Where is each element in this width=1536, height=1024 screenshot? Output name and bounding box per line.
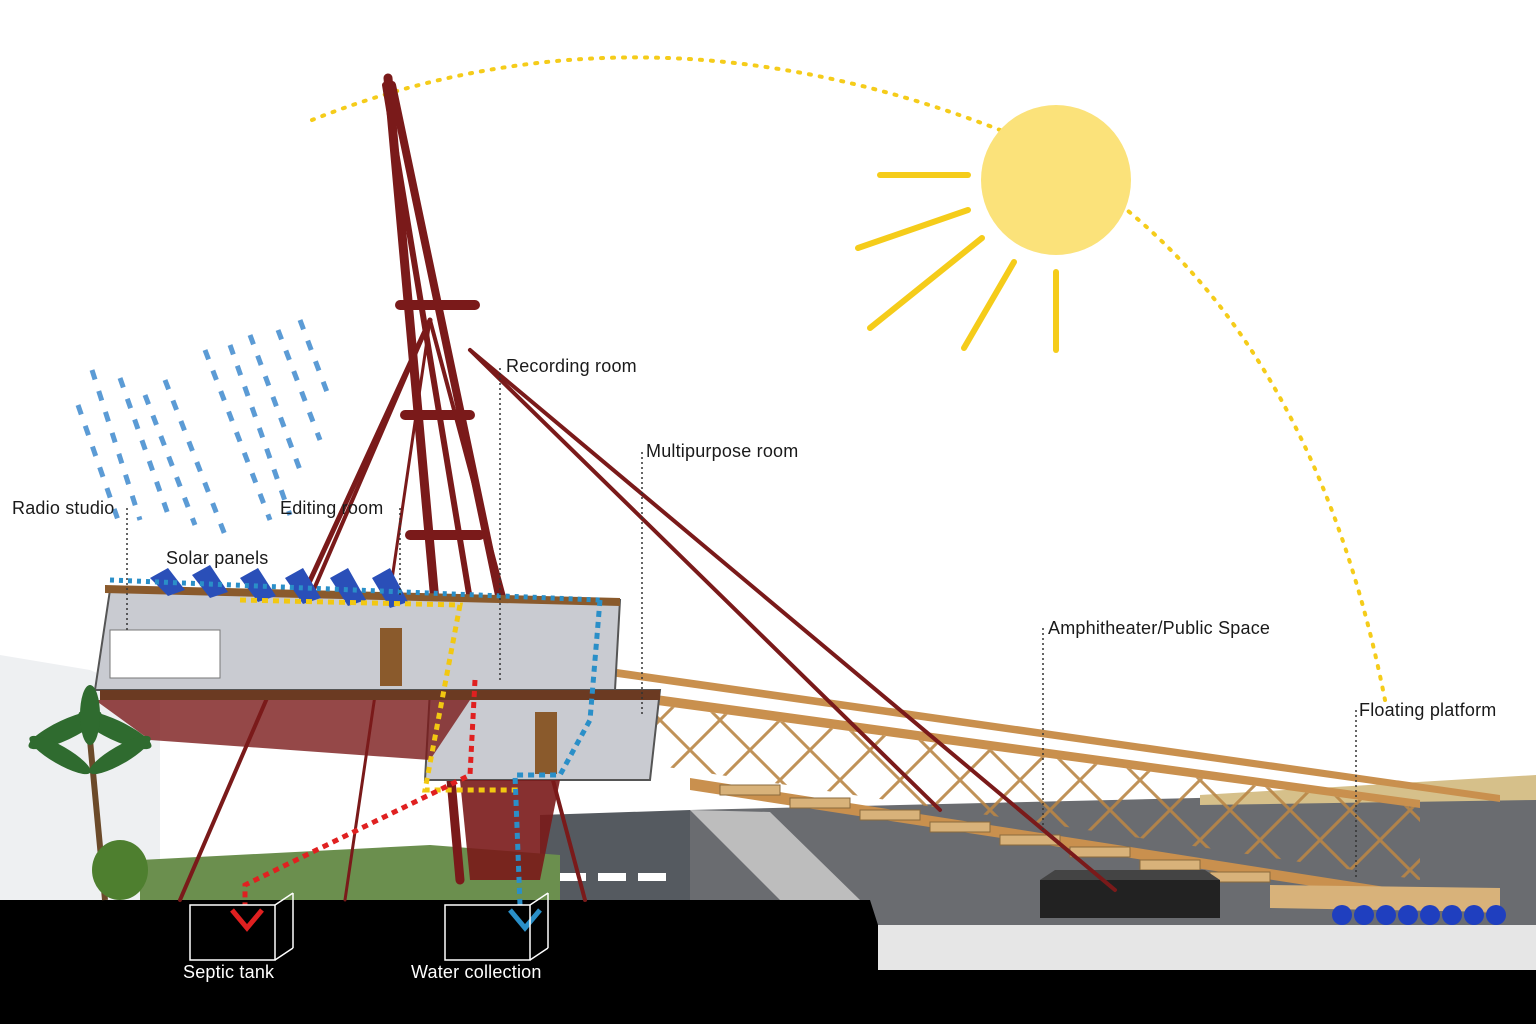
waste-arrow-down-icon	[230, 908, 264, 932]
waste-line	[242, 679, 478, 905]
label-amphitheater: Amphitheater/Public Space	[1048, 618, 1271, 638]
pontoon	[1040, 880, 1220, 918]
leader-lines	[126, 368, 1357, 880]
solar-panel-icon	[150, 565, 408, 608]
water-collection-line	[512, 599, 603, 906]
label-radio-studio: Radio studio	[12, 498, 115, 518]
label-septic-tank: Septic tank	[183, 962, 275, 982]
label-solar-panels: Solar panels	[166, 548, 269, 568]
tanks	[189, 892, 549, 961]
label-water-collection: Water collection	[411, 962, 542, 982]
label-recording-room: Recording room	[506, 356, 637, 376]
building	[93, 585, 662, 880]
roof-water-line	[109, 577, 601, 603]
palm-tree-icon	[28, 685, 152, 901]
sun-icon	[855, 105, 1131, 353]
label-floating-platform: Floating platform	[1359, 700, 1497, 720]
rain-icon	[75, 319, 333, 536]
grey-water-line	[239, 597, 520, 793]
label-multipurpose-room: Multipurpose room	[646, 441, 799, 461]
label-editing-room: Editing room	[280, 498, 384, 518]
floating-platform	[1270, 885, 1506, 925]
water-arrow-down-icon	[508, 908, 542, 932]
